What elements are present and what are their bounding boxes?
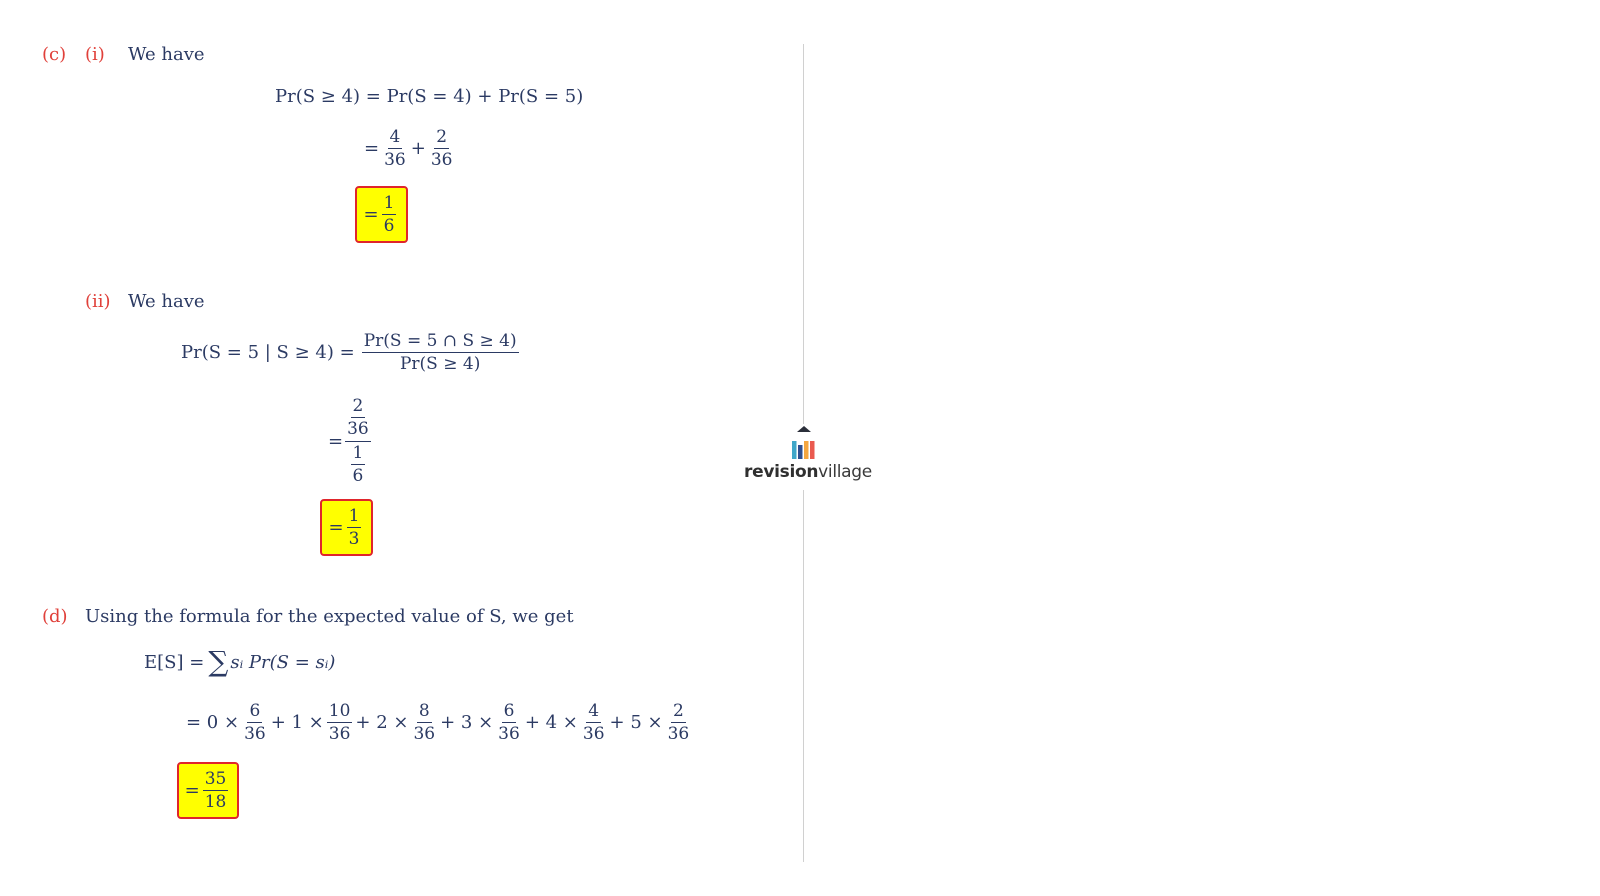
numerator: 6 bbox=[501, 701, 517, 723]
part-d-line1: E[S] = ∑ sᵢ Pr(S = sᵢ) bbox=[144, 648, 335, 676]
part-d-label: (d) bbox=[42, 606, 68, 627]
revision-village-logo: revisionvillage bbox=[744, 424, 872, 490]
term-fraction: 6 36 bbox=[242, 700, 268, 745]
denominator: 36 bbox=[328, 724, 351, 744]
denominator: Pr(S ≥ 4) bbox=[399, 354, 481, 374]
logo-bold-text: revision bbox=[744, 462, 819, 482]
books-icon bbox=[792, 426, 815, 459]
part-c-i-line2: = 4 36 + 2 36 bbox=[364, 126, 457, 171]
numerator: 2 bbox=[350, 396, 366, 418]
answer-box-c-i: = 1 6 bbox=[355, 186, 408, 243]
logo-light-text: village bbox=[818, 462, 872, 482]
numerator: 2 bbox=[434, 127, 450, 149]
term-fraction: 10 36 bbox=[326, 700, 353, 745]
numerator: 1 bbox=[381, 193, 397, 215]
summation-symbol: ∑ bbox=[208, 645, 229, 678]
fraction-bottom: 1 6 bbox=[350, 442, 366, 487]
part-c-i-intro: We have bbox=[128, 44, 205, 65]
term-prefix: + 3 × bbox=[440, 712, 494, 733]
numerator: 2 bbox=[670, 701, 686, 723]
denominator: 36 bbox=[384, 150, 406, 170]
part-c-i-line1: Pr(S ≥ 4) = Pr(S = 4) + Pr(S = 5) bbox=[275, 86, 584, 107]
term-prefix: + 1 × bbox=[270, 712, 324, 733]
equals-sign: = bbox=[184, 780, 200, 801]
part-c-ii-label: (ii) bbox=[85, 291, 111, 312]
answer-box-c-ii: = 1 3 bbox=[320, 499, 373, 556]
denominator: 36 bbox=[498, 724, 520, 744]
term-prefix: + 5 × bbox=[609, 712, 663, 733]
part-d-line2: = 0 × 6 36 + 1 × 10 36 + 2 × 8 36 + 3 × … bbox=[186, 700, 694, 745]
term-prefix: + 4 × bbox=[524, 712, 578, 733]
part-c-i-label: (i) bbox=[85, 44, 105, 65]
equals-sign: = bbox=[363, 204, 379, 225]
denominator: 36 bbox=[347, 419, 369, 439]
denominator: 36 bbox=[582, 724, 605, 744]
denominator: 6 bbox=[352, 466, 364, 486]
answer-box-d: = 35 18 bbox=[177, 762, 239, 819]
logo-wordmark: revisionvillage bbox=[744, 462, 872, 482]
conditional-fraction: Pr(S = 5 ∩ S ≥ 4) Pr(S ≥ 4) bbox=[361, 330, 519, 375]
fraction-top: 2 36 bbox=[345, 395, 371, 442]
part-c-ii-intro: We have bbox=[128, 291, 205, 312]
nested-fraction: 2 36 1 6 bbox=[345, 395, 371, 487]
term-fraction: 6 36 bbox=[496, 700, 522, 745]
fraction: 4 36 bbox=[382, 126, 408, 171]
denominator: 6 bbox=[383, 216, 395, 236]
term-fraction: 2 36 bbox=[666, 700, 692, 745]
denominator: 3 bbox=[348, 529, 360, 549]
equals-sign: = bbox=[328, 517, 344, 538]
part-c-ii-line1: Pr(S = 5 | S ≥ 4) = Pr(S = 5 ∩ S ≥ 4) Pr… bbox=[181, 330, 522, 375]
answer-fraction: 35 18 bbox=[202, 768, 229, 813]
answer-fraction: 1 3 bbox=[346, 505, 362, 550]
term-fraction: 4 36 bbox=[581, 700, 607, 745]
numerator: 6 bbox=[247, 701, 263, 723]
numerator: 8 bbox=[416, 701, 432, 723]
equals-sign: = bbox=[364, 138, 380, 159]
expectation-rhs: sᵢ Pr(S = sᵢ) bbox=[230, 651, 336, 673]
term-fraction: 8 36 bbox=[411, 700, 437, 745]
denominator: 36 bbox=[244, 724, 266, 744]
numerator: 4 bbox=[387, 127, 403, 149]
numerator: 1 bbox=[346, 506, 362, 528]
part-d-intro: Using the formula for the expected value… bbox=[85, 606, 574, 627]
numerator: Pr(S = 5 ∩ S ≥ 4) bbox=[361, 331, 519, 353]
numerator: 4 bbox=[586, 701, 602, 723]
equals-sign: = bbox=[328, 430, 344, 452]
fraction: 2 36 bbox=[429, 126, 455, 171]
numerator: 10 bbox=[326, 701, 353, 723]
conditional-lhs: Pr(S = 5 | S ≥ 4) = bbox=[181, 342, 355, 363]
numerator: 1 bbox=[350, 443, 366, 465]
plus-sign: + bbox=[410, 138, 426, 159]
part-c-label: (c) bbox=[42, 44, 67, 65]
answer-fraction: 1 6 bbox=[381, 192, 397, 237]
expectation-lhs: E[S] = bbox=[144, 651, 205, 673]
denominator: 36 bbox=[667, 724, 690, 744]
term-prefix: = 0 × bbox=[186, 712, 240, 733]
term-prefix: + 2 × bbox=[355, 712, 409, 733]
denominator: 18 bbox=[204, 792, 227, 812]
part-c-ii-line2: = 2 36 1 6 bbox=[328, 395, 373, 487]
denominator: 36 bbox=[413, 724, 436, 744]
numerator: 35 bbox=[202, 769, 229, 791]
denominator: 36 bbox=[430, 150, 453, 170]
